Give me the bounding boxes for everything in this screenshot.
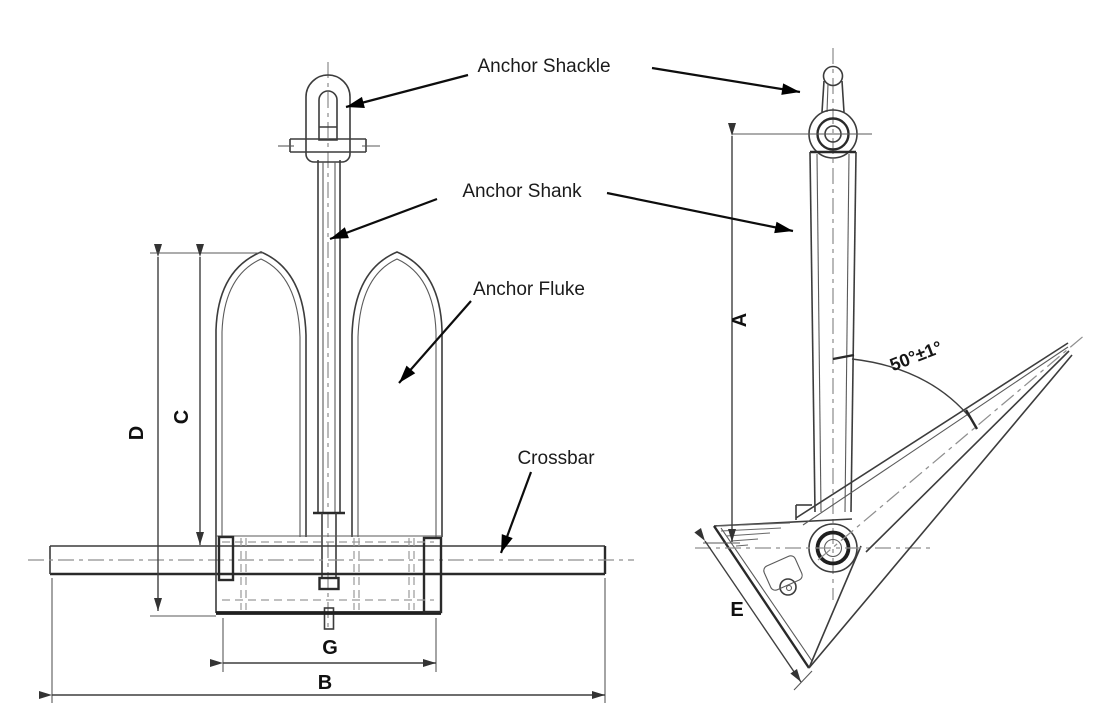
dim-e-line <box>694 528 802 683</box>
label-anchor-shackle: Anchor Shackle <box>477 56 610 77</box>
leader-fluke <box>398 300 472 384</box>
shackle-bar-left <box>821 80 825 113</box>
blade-upper-edge <box>795 342 1069 519</box>
dim-d-label: D <box>126 426 148 440</box>
dimension-d: D <box>126 244 263 617</box>
leader-shank-front <box>329 197 438 241</box>
label-crossbar: Crossbar <box>517 448 595 469</box>
shackle-inner-slot <box>318 90 338 141</box>
leader-shackle-front <box>345 73 469 109</box>
fluke-blade-side <box>795 333 1087 669</box>
front-view: D C G B <box>28 62 634 703</box>
fluke-right-outer <box>351 251 443 537</box>
shank-front <box>313 160 345 630</box>
dimension-c: C <box>171 244 204 545</box>
fluke-left <box>215 251 307 537</box>
fluke-right <box>351 251 443 537</box>
crown-side <box>695 518 932 669</box>
leader-shackle-side <box>651 66 801 95</box>
shackle-front <box>278 74 380 163</box>
shank-right-outer <box>850 151 857 513</box>
label-anchor-fluke: Anchor Fluke <box>473 279 585 300</box>
dimension-b: B <box>39 578 606 703</box>
angle-tick-blade <box>964 409 979 430</box>
fluke-right-inner <box>357 258 437 537</box>
hidden-detail-lines <box>222 538 434 610</box>
blade-mid-edge <box>865 350 1070 553</box>
crown-small-hole-center <box>785 584 793 592</box>
dim-e-bottom-extension <box>793 670 813 691</box>
dim-c-label: C <box>171 410 193 424</box>
clamp-left <box>217 535 235 582</box>
stock-box <box>215 535 443 615</box>
dimension-a: A <box>703 123 872 544</box>
shank-bottom-pin <box>323 607 335 630</box>
clamp-right <box>422 536 443 614</box>
angle-arc <box>851 358 973 421</box>
dim-b-label: B <box>318 672 332 694</box>
side-view: A E 50°±1° <box>694 48 1087 691</box>
leader-crossbar <box>499 471 533 554</box>
dimension-e: E <box>694 528 813 691</box>
dim-a-label: A <box>729 313 751 327</box>
fluke-left-inner <box>221 258 301 537</box>
crown-bracket-plate <box>763 555 803 591</box>
shank-side <box>795 150 857 520</box>
shackle-bar-right <box>841 80 845 113</box>
crown-right-edge <box>808 545 862 669</box>
dim-g-label: G <box>322 637 338 659</box>
angle-label: 50°±1° <box>887 337 945 375</box>
shackle-outer-outline <box>305 74 351 163</box>
shank-right-inner <box>844 153 850 513</box>
leader-shank-side <box>606 191 794 234</box>
blade-upper-inner <box>802 346 1069 526</box>
angle-tick-shank <box>832 353 855 361</box>
blade-lower-edge <box>808 354 1073 669</box>
callout-labels: Anchor Shackle Anchor Shank Anchor Fluke… <box>329 56 801 554</box>
shank-rod-cap <box>318 576 340 591</box>
dim-e-label: E <box>730 599 743 621</box>
shank-left-inner <box>816 153 822 513</box>
fluke-left-outer <box>215 251 307 537</box>
shackle-eye-circle <box>822 65 844 87</box>
dimension-g: G <box>210 618 437 672</box>
crossbar-front <box>28 545 634 576</box>
shackle-bar-inner <box>826 83 829 113</box>
blade-centerline <box>817 333 1087 561</box>
shank-left-outer <box>809 151 816 513</box>
label-anchor-shank: Anchor Shank <box>462 181 582 202</box>
crown-left-edge <box>713 525 810 669</box>
